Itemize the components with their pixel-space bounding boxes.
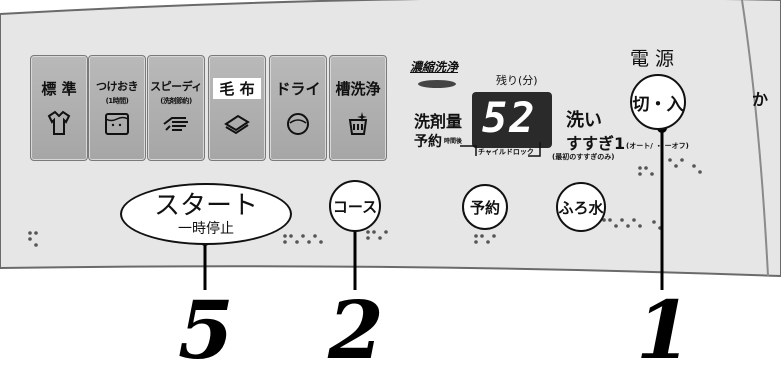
- bath-water-button-label: ふろ水: [558, 198, 604, 217]
- bath-water-button[interactable]: ふろ水: [556, 182, 606, 232]
- remaining-time-value: 52: [482, 93, 537, 142]
- concentrated-wash-label: 濃縮洗浄: [410, 60, 459, 74]
- blanket-icon: [224, 114, 250, 135]
- course-sublabel: (1時間): [105, 97, 129, 105]
- time-display: [472, 92, 552, 148]
- braille-dots: [28, 158, 702, 247]
- reserve-button[interactable]: 予約: [462, 184, 508, 230]
- power-auto-off-label: (オート/ ・ ーオフ): [626, 142, 689, 150]
- edge-label: か: [752, 90, 769, 109]
- tub-clean-icon: [348, 112, 368, 135]
- reserve-label: 予約: [414, 134, 442, 150]
- remaining-minutes-label: 残り(分): [496, 74, 538, 87]
- course-button-standard[interactable]: 標 準: [30, 55, 88, 161]
- pause-label: 一時停止: [178, 220, 234, 237]
- detergent-amount-label: 洗剤量: [414, 112, 463, 131]
- rinse-sublabel: (最初のすすぎのみ): [552, 153, 615, 161]
- reserve-hours-label: 時間後: [444, 138, 463, 145]
- reserve-button-label: 予約: [469, 198, 500, 217]
- power-button[interactable]: 切・入: [630, 74, 686, 130]
- dry-icon: [287, 113, 309, 135]
- power-title: 電 源: [630, 48, 675, 70]
- speedy-hand-icon: [163, 117, 188, 131]
- course-button-tub-clean[interactable]: 槽洗浄: [329, 55, 387, 161]
- power-button-label: 切・入: [632, 94, 684, 115]
- callout-number-1: 1: [636, 283, 692, 377]
- course-button-speedy[interactable]: スピーディ (洗剤節約): [147, 55, 205, 161]
- concentrated-wash-indicator: [418, 80, 456, 88]
- shirt-icon: [47, 110, 71, 135]
- course-label: 標 準: [41, 80, 77, 98]
- course-button-label: コース: [332, 197, 378, 216]
- callout-lines: [203, 128, 664, 290]
- course-label: 毛 布: [213, 78, 261, 99]
- start-pause-button[interactable]: スタート 一時停止: [120, 183, 292, 245]
- start-label: スタート: [153, 190, 258, 221]
- child-lock-label: チャイルドロック: [478, 148, 534, 156]
- course-label: 槽洗浄: [335, 80, 381, 98]
- course-button-soak[interactable]: つけおき (1時間): [88, 55, 146, 161]
- callout-number-2: 2: [328, 283, 384, 377]
- soak-tub-icon: [105, 113, 129, 135]
- callout-number-5: 5: [178, 283, 234, 377]
- course-button[interactable]: コース: [329, 180, 381, 232]
- rinse-label: すすぎ1: [566, 134, 626, 153]
- course-label: つけおき: [96, 80, 139, 93]
- course-button-blanket[interactable]: 毛 布: [208, 55, 266, 161]
- wash-label: 洗い: [566, 110, 602, 131]
- course-sublabel: (洗剤節約): [160, 97, 192, 105]
- course-button-dry[interactable]: ドライ: [269, 55, 327, 161]
- course-label: ドライ: [275, 80, 321, 98]
- course-label: スピーディ: [150, 80, 202, 93]
